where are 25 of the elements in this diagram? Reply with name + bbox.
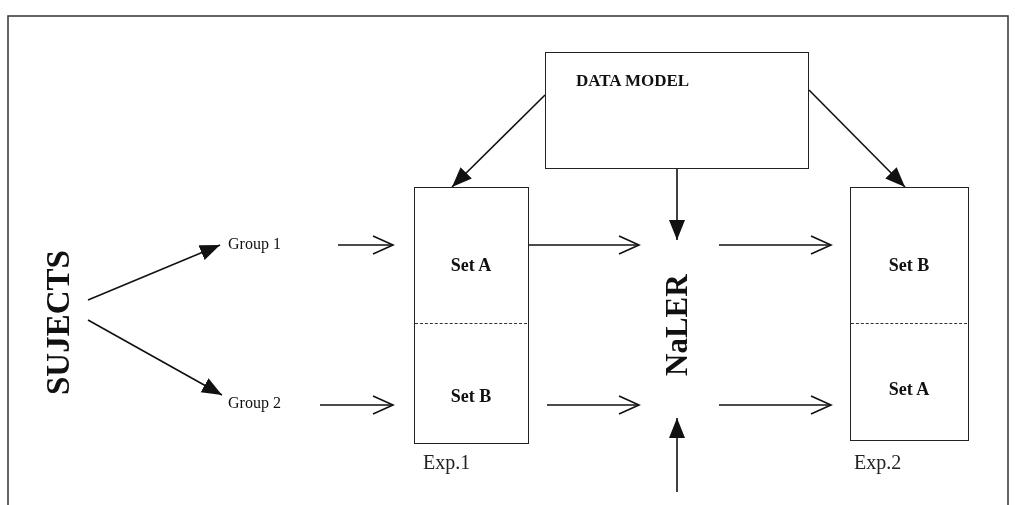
experiment-box: [850, 187, 969, 441]
rotated-label: SUJECTS: [38, 215, 78, 430]
set-section: Set B: [851, 188, 967, 323]
set-section: Set A: [851, 323, 967, 439]
experiment-box: [414, 187, 529, 444]
arrow: [669, 417, 685, 493]
arrow: [87, 244, 221, 301]
arrow: [337, 235, 394, 255]
arrow: [808, 89, 906, 188]
group-label: Group 2: [228, 394, 314, 416]
experiment-label: Exp.2: [854, 451, 902, 474]
set-section: Set A: [415, 188, 527, 323]
group-label: Group 1: [228, 235, 306, 257]
experiment-label: Exp.1: [423, 451, 471, 474]
data-model-box: [545, 52, 809, 169]
set-section: Set B: [415, 323, 527, 442]
box-title: DATA MODEL: [576, 71, 690, 90]
arrow: [319, 395, 394, 415]
arrow: [546, 395, 640, 415]
arrow: [669, 168, 685, 241]
arrow: [718, 235, 832, 255]
arrow: [451, 94, 546, 188]
arrow: [87, 319, 223, 396]
rotated-label: NaLER: [657, 240, 697, 410]
arrow: [718, 395, 832, 415]
